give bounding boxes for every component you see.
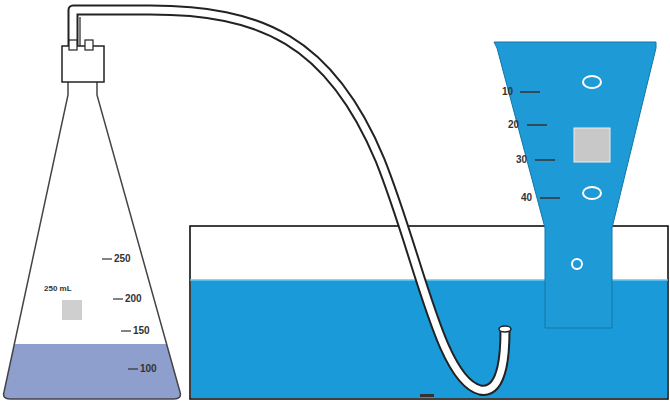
tube-graduation-number: 20 <box>508 119 519 131</box>
flask-label-patch <box>62 300 82 320</box>
stopper <box>62 46 104 82</box>
flask-volume-label: 250 mL <box>44 283 72 295</box>
tube-graduation-number: 30 <box>516 154 527 166</box>
graduation-ticks <box>520 92 560 198</box>
flask-graduation-number: 100 <box>140 363 157 375</box>
flask-graduations <box>102 259 138 369</box>
tube-mouth <box>499 326 511 332</box>
tube-markings <box>572 76 601 269</box>
flask-graduation-number: 200 <box>125 293 142 305</box>
erlenmeyer-flask <box>4 80 181 399</box>
flask-liquid <box>0 344 200 401</box>
flask-graduation-number: 250 <box>114 253 131 265</box>
flask-graduation-number: 150 <box>133 325 150 337</box>
gas-collecting-tube <box>494 42 656 328</box>
delivery-tube <box>73 10 505 390</box>
tube-label-patch <box>574 128 610 162</box>
tube-graduation-number: 10 <box>502 86 513 98</box>
tube-graduation-number: 40 <box>521 192 532 204</box>
